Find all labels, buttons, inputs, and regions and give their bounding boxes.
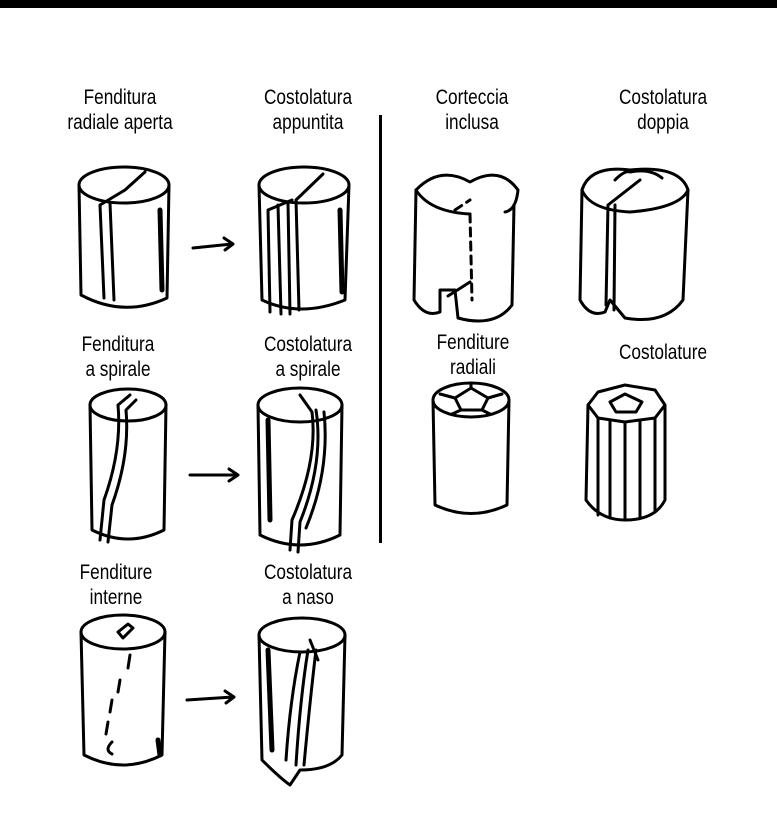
cylinder-fenditure-radiali: [431, 381, 511, 515]
label-line: Fenditura: [81, 333, 155, 356]
arrow-icon: [188, 467, 240, 483]
divider-line: [379, 115, 382, 543]
cylinder-costolatura-appuntita: [257, 165, 351, 316]
cylinder-corteccia-inclusa: [412, 173, 520, 323]
label-line: Fenditura: [83, 86, 157, 109]
cylinder-fenditura-radiale-aperta: [77, 165, 171, 309]
label-line: Costolatura: [263, 86, 353, 109]
cylinder-costolatura-doppia: [578, 167, 690, 322]
label-costolature: Costolature: [589, 340, 737, 365]
label-line: radiali: [450, 356, 496, 379]
arrow-icon: [185, 689, 236, 705]
cylinder-costolatura-a-spirale: [256, 386, 344, 554]
cylinder-fenditure-interne: [79, 613, 167, 767]
label-line: Costolatura: [618, 86, 708, 109]
label-line: radiale aperta: [67, 111, 173, 134]
label-line: Corteccia: [435, 86, 509, 109]
label-line: interne: [89, 586, 143, 609]
label-line: doppia: [637, 111, 689, 134]
label-line: Costolatura: [263, 333, 353, 356]
label-line: Costolature: [618, 341, 708, 364]
cylinder-costolatura-a-naso: [257, 616, 347, 787]
label-line: Costolatura: [263, 561, 353, 584]
label-line: Fenditure: [436, 331, 510, 354]
cylinder-fenditura-a-spirale: [88, 387, 168, 544]
top-border: [0, 0, 777, 8]
label-line: appuntita: [272, 111, 344, 134]
label-line: a naso: [282, 586, 334, 609]
label-line: a spirale: [275, 358, 341, 381]
label-line: inclusa: [445, 111, 499, 134]
label-line: a spirale: [85, 358, 151, 381]
label-line: Fenditure: [79, 561, 153, 584]
cylinder-costolature: [584, 383, 667, 522]
arrow-icon: [191, 236, 235, 252]
